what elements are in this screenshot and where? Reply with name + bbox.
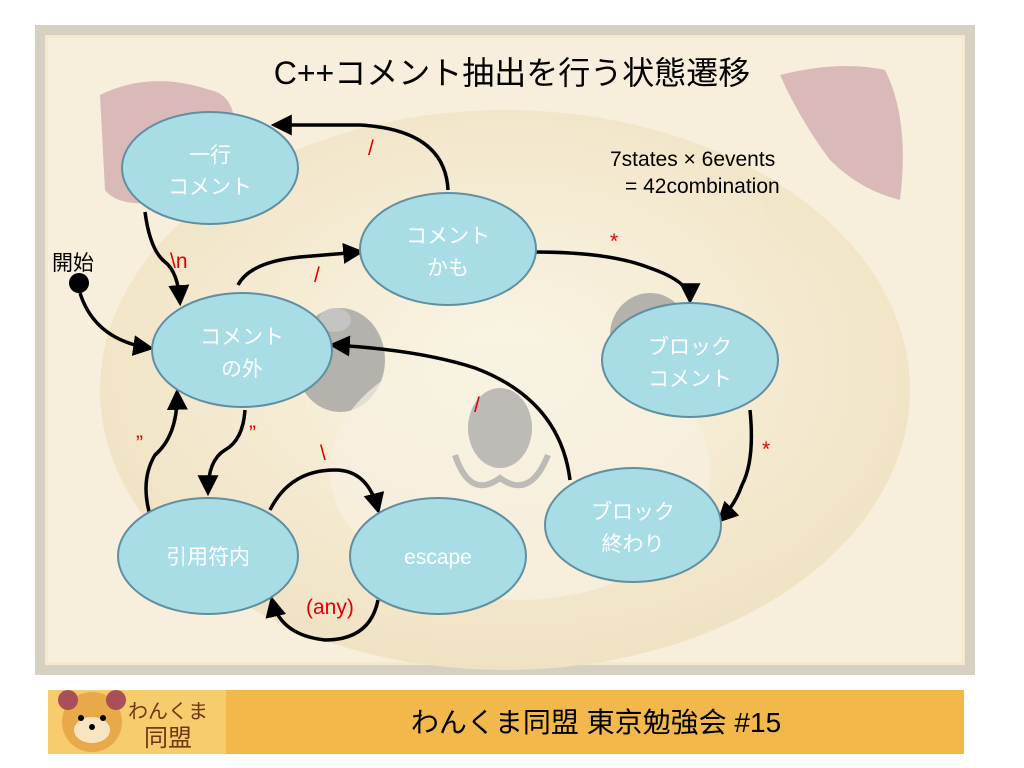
edge-label-outside-to-maybe: /: [314, 264, 320, 287]
edge-label-end-to-outside: /: [474, 394, 480, 417]
edge-label-single-to-outside: \n: [170, 250, 188, 273]
edge-outside-to-maybe: [236, 242, 365, 286]
node-single-line-comment-line1: 一行: [189, 144, 231, 167]
bear-logo-icon: [58, 690, 126, 752]
node-maybe-comment: コメント かも: [359, 192, 537, 306]
footer-logo-line1: わんくま: [128, 701, 208, 723]
footer-text: わんくま同盟 東京勉強会 #15: [411, 707, 781, 738]
nodes: 一行 コメント コメント かも コメント の外 ブロック コメント ブロック 終…: [117, 111, 779, 615]
footer-logo: わんくま 同盟: [48, 690, 226, 754]
footer: わんくま 同盟 わんくま同盟 東京勉強会 #15: [48, 690, 964, 754]
edge-label-block-to-end: *: [762, 438, 770, 461]
start-label: 開始: [52, 252, 94, 275]
node-outside-comment-line2: の外: [221, 358, 263, 381]
node-maybe-comment-line2: かも: [427, 257, 469, 280]
edge-escape-to-quote: [265, 595, 380, 642]
node-block-end-line2: 終わり: [602, 533, 665, 556]
node-block-end-line1: ブロック: [591, 501, 675, 524]
node-in-quote: 引用符内: [117, 497, 299, 615]
edge-label-escape-to-quote: (any): [306, 596, 354, 619]
edge-maybe-to-block: [534, 250, 701, 305]
edge-start-to-outside: [78, 292, 155, 356]
node-outside-comment: コメント の外: [151, 292, 333, 408]
edge-quote-to-escape: [268, 468, 385, 515]
edge-label-outside-to-quote: ”: [249, 422, 256, 445]
node-single-line-comment: 一行 コメント: [121, 111, 299, 225]
edge-single-to-outside: [143, 211, 190, 307]
edge-label-maybe-to-block: *: [610, 230, 618, 253]
node-block-comment-line1: ブロック: [648, 336, 732, 359]
node-single-line-comment-line2: コメント: [168, 176, 252, 199]
note-line-1: 7states × 6events: [610, 148, 775, 171]
edge-end-to-outside: [328, 335, 572, 481]
node-maybe-comment-line1: コメント: [406, 225, 490, 248]
edge-block-to-end: [717, 409, 754, 523]
node-escape-line1: escape: [404, 546, 472, 569]
node-escape: escape: [349, 497, 527, 615]
edge-labels: / / \n * * / ” ” \ (any): [136, 137, 770, 619]
start-dot: [69, 273, 89, 293]
node-block-end: ブロック 終わり: [544, 467, 722, 583]
edge-quote-to-outside: [144, 388, 188, 516]
note-line-2: = 42combination: [625, 175, 780, 198]
page-title: C++コメント抽出を行う状態遷移: [274, 55, 751, 91]
node-outside-comment-line1: コメント: [200, 326, 284, 349]
edges: [78, 114, 754, 642]
edge-label-quote-to-outside: ”: [136, 432, 143, 455]
node-block-comment: ブロック コメント: [601, 302, 779, 418]
node-block-comment-line2: コメント: [648, 368, 732, 391]
edge-label-quote-to-escape: \: [320, 442, 326, 465]
edge-outside-to-quote: [197, 409, 247, 497]
edge-maybe-to-single: [270, 114, 450, 191]
node-in-quote-line1: 引用符内: [166, 546, 250, 569]
footer-logo-line2: 同盟: [144, 725, 192, 752]
edge-label-maybe-to-single: /: [368, 137, 374, 160]
